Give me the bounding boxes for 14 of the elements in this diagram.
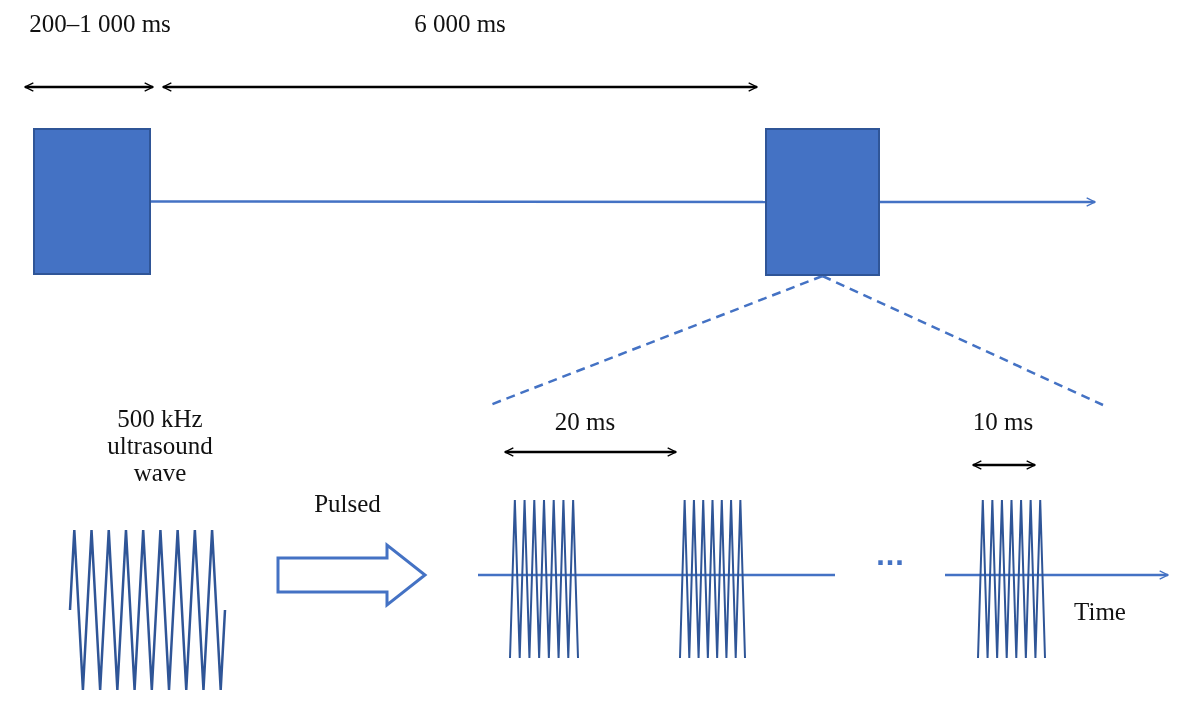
wave-label: 500 kHz ultrasound wave bbox=[106, 405, 214, 486]
ellipsis-mark: ··· bbox=[875, 548, 905, 577]
zoom-line bbox=[821, 274, 1104, 407]
pulse-block bbox=[765, 128, 880, 276]
duration-label: 200–1 000 ms bbox=[29, 10, 171, 38]
zoom-line bbox=[489, 274, 823, 407]
duration-label: 10 ms bbox=[972, 408, 1034, 436]
duration-label: 20 ms bbox=[554, 408, 616, 436]
block-arrow bbox=[276, 541, 428, 609]
pulse-block bbox=[33, 128, 151, 275]
arrow bbox=[880, 197, 1096, 207]
duration-label: 6 000 ms bbox=[414, 10, 506, 38]
axis-label: Time bbox=[1074, 598, 1126, 626]
timeline bbox=[151, 200, 765, 204]
